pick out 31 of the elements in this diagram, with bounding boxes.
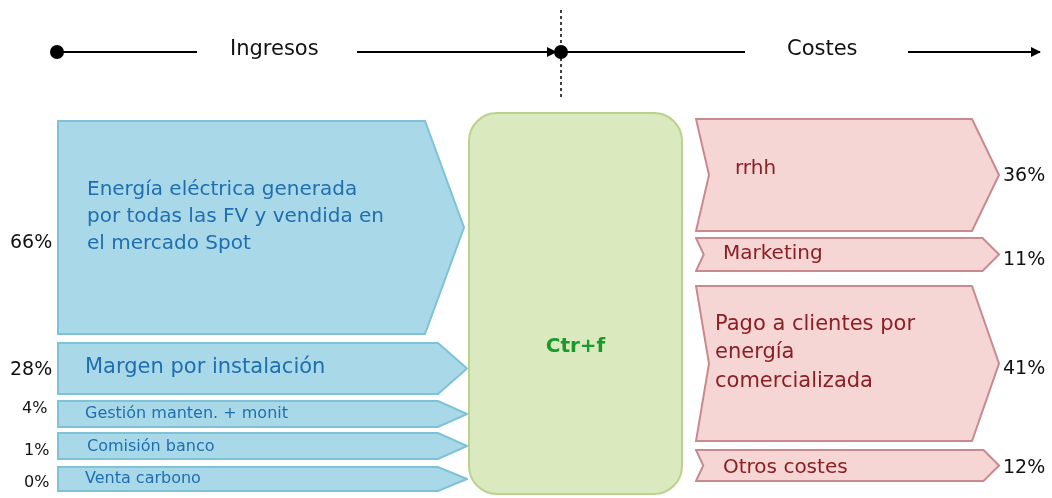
item-label: Venta carbono [85,467,202,489]
item-label: Otros costes [723,453,849,480]
income-panel [57,400,468,428]
percentage-label: 4% [22,398,48,417]
percentage-label: 36% [1003,163,1046,185]
income-panel [57,466,468,492]
percentage-label: 1% [24,440,50,459]
income-panel [57,120,465,335]
item-label: Comisión banco [87,435,216,457]
item-label: rrhh [735,154,778,181]
item-label: Energía eléctrica generada por todas las FV y vendida en el mercado Spot [87,175,385,256]
percentage-label: 11% [1003,247,1046,269]
percentage-label: 0% [24,472,50,491]
center-box [468,112,683,495]
section-heading: Costes [787,36,858,60]
income-panel [57,342,468,395]
percentage-label: 66% [10,230,53,252]
section-heading: Ingresos [230,36,319,60]
item-label: Margen por instalación [85,353,327,380]
cost-panel [695,118,1000,232]
center-label: Ctr+f [544,332,607,359]
percentage-label: 28% [10,357,53,379]
cost-panel [695,285,1000,442]
item-label: Marketing [723,239,824,266]
income-panel [57,432,468,460]
item-label: Gestión manten. + monit [85,402,289,424]
percentage-label: 12% [1003,455,1046,477]
cost-panel [695,449,1000,482]
cost-panel [695,237,1000,272]
item-label: Pago a clientes por energía comercializada [715,310,916,394]
percentage-label: 41% [1003,356,1046,378]
